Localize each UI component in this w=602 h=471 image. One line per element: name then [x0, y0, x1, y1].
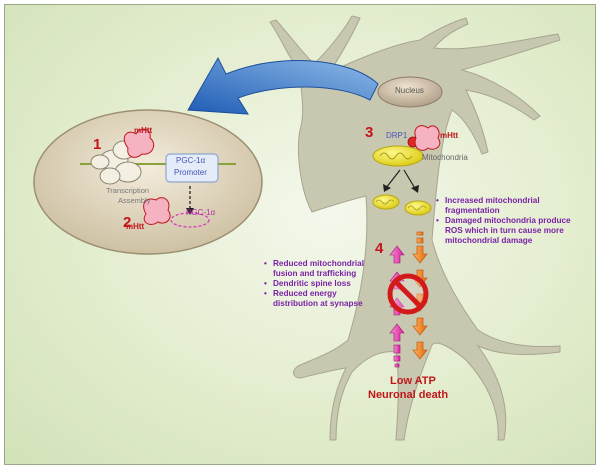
transcription-panel: [33, 109, 263, 255]
mhtt-shape-3: [414, 125, 441, 151]
pgc-protein-shape: [170, 212, 210, 228]
right-bullet-item: •Damaged mitochondria produce ROS which …: [436, 216, 571, 245]
nucleus-shape: [377, 76, 443, 108]
step-number-1: 1: [93, 136, 102, 153]
mhtt-label-1: mHtt: [134, 126, 153, 135]
pgc-promoter-label-line2: Promoter: [174, 168, 207, 177]
mitochondrion-shape: [372, 145, 424, 167]
dashed-arrow-head: [186, 208, 194, 215]
fission-arrow-right: [403, 169, 417, 191]
pgc-promoter-box: [165, 153, 219, 183]
left-bullet-list: •Reduced mitochondrial fusion and traffi…: [264, 259, 382, 309]
transcription-assembly-shape: [90, 140, 142, 185]
fission-arrow-left: [385, 169, 401, 189]
translocation-arrow: [187, 56, 379, 115]
mhtt-shape-2: [143, 197, 171, 225]
fragmented-mitochondria: [372, 194, 432, 216]
step-number-2: 2: [123, 214, 132, 231]
left-bullet-item: •Reduced energy distribution at synapse: [264, 289, 363, 308]
nucleus-label: Nucleus: [395, 86, 424, 95]
drp1-label: DRP1: [386, 131, 408, 140]
pgc-promoter-label-line1: PGC-1α: [176, 156, 206, 165]
neuron-body: [269, 15, 561, 441]
right-bullet-list: •Increased mitochondrial fragmentation •…: [436, 196, 586, 246]
pgc-protein-label: PGC-1α: [186, 208, 216, 217]
prohibition-icon: [387, 273, 429, 315]
left-bullet-item: •Reduced mitochondrial fusion and traffi…: [264, 259, 364, 278]
left-bullet-item: •Dendritic spine loss: [264, 279, 351, 288]
right-bullet-item: •Increased mitochondrial fragmentation: [436, 196, 540, 215]
low-atp-label: Low ATP: [390, 375, 436, 387]
mhtt-shape-1: [123, 128, 155, 158]
mitochondria-label: Mitochondria: [422, 153, 468, 162]
transcription-label-line1: Transcription: [106, 186, 150, 195]
step-number-4: 4: [375, 240, 384, 257]
step-number-3: 3: [365, 124, 374, 141]
transcription-label-line2: Assembly: [118, 196, 151, 205]
mhtt-label-2: mHtt: [126, 222, 145, 231]
mhtt-label-3: mHtt: [440, 131, 459, 140]
neuronal-death-label: Neuronal death: [368, 389, 449, 401]
